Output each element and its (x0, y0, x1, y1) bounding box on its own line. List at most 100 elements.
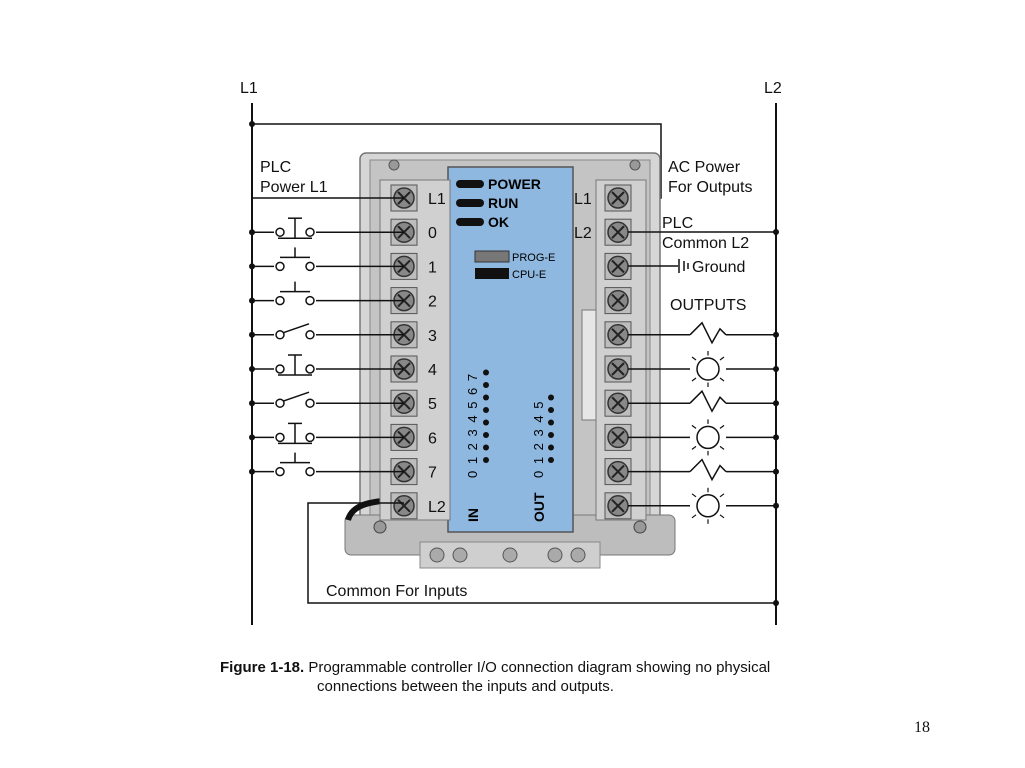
caption-line-2: connections between the inputs and outpu… (317, 678, 614, 695)
input-indicator-dot (483, 382, 489, 388)
heater-icon (689, 321, 727, 345)
right-terminal-label: L2 (574, 225, 592, 242)
output-indicator-dot (548, 432, 554, 438)
junction-dot (249, 400, 255, 407)
lamp-ray (719, 445, 725, 450)
run-led-label: RUN (488, 195, 518, 211)
switch-blade (282, 391, 310, 402)
screw-slot (611, 225, 625, 239)
outputs-label: OUTPUTS (670, 297, 746, 314)
junction-dot (249, 121, 255, 127)
common-inputs-wire (307, 502, 776, 604)
screw-slot (611, 362, 625, 376)
contact-terminal (305, 432, 315, 443)
lamp-ray (691, 493, 697, 498)
ac-power-label-1: AC Power (668, 159, 741, 176)
lamp-ray (719, 514, 725, 519)
input-indicator-dot (483, 444, 489, 451)
contact-terminal (275, 466, 285, 477)
junction-dot (773, 366, 779, 372)
contact-terminal (305, 466, 315, 477)
left-terminal-label: 0 (428, 225, 437, 242)
screw-slot (611, 191, 625, 205)
screw-slot (397, 499, 411, 513)
screw-slot (611, 464, 625, 479)
side-slot (581, 309, 597, 421)
lamp-ray (691, 424, 697, 429)
junction-dot (773, 400, 779, 407)
out-digits: 0 1 2 3 4 5 (531, 400, 546, 478)
ok-led (456, 218, 484, 226)
lamp-icon (696, 357, 720, 381)
power-led-label: POWER (488, 176, 541, 192)
input-indicator-dot (483, 419, 489, 426)
input-indicator-dot (483, 394, 489, 401)
left-terminal-label: L1 (428, 191, 446, 208)
lamp-ray (691, 377, 697, 382)
heater-icon (689, 389, 727, 413)
left-terminal-label: 2 (428, 294, 437, 311)
contact-terminal (305, 398, 315, 408)
ac-power-label-2: For Outputs (668, 179, 752, 196)
cpu-e-label: CPU-E (512, 269, 546, 281)
contact-terminal (275, 295, 285, 306)
input-indicator-dot (483, 407, 489, 413)
junction-dot (249, 297, 255, 304)
screw-slot (611, 499, 625, 513)
ground-icon (628, 259, 689, 273)
in-digits: 0 1 2 3 4 5 6 7 (465, 372, 480, 478)
lamp-ray (691, 445, 697, 450)
lamp-icon (696, 494, 720, 518)
junction-dot (773, 229, 779, 235)
left-terminal-label: 1 (428, 259, 437, 276)
run-led (456, 199, 484, 207)
plc-power-label-1: PLC (260, 159, 291, 176)
output-indicator-dots (548, 394, 554, 463)
junction-dot (773, 468, 779, 475)
in-label: IN (465, 508, 481, 522)
left-terminal-label: 5 (428, 396, 437, 413)
rail-l1-label: L1 (240, 80, 258, 97)
caption-label: Figure 1-18. (220, 659, 305, 676)
contact-terminal (275, 398, 285, 408)
right-terminal-label: L1 (574, 191, 592, 208)
cpu-e-module (475, 268, 509, 279)
lamp-ray (719, 377, 725, 382)
heater-icon (689, 458, 727, 482)
lamp-ray (719, 493, 725, 498)
screw-slot (611, 328, 625, 342)
screw-slot (611, 293, 625, 308)
contact-terminal (305, 330, 315, 340)
ok-led-label: OK (488, 214, 509, 230)
lamp-ray (691, 514, 697, 519)
left-terminal-label: L2 (428, 499, 446, 516)
output-indicator-dot (548, 457, 554, 463)
junction-dot (249, 331, 255, 338)
input-indicator-dot (483, 369, 489, 376)
junction-dot (249, 229, 255, 236)
output-indicator-dot (548, 407, 554, 413)
output-indicator-dot (548, 444, 554, 451)
junction-dot (773, 600, 779, 606)
input-indicator-dots (483, 369, 489, 463)
plc-common-label-2: Common L2 (662, 235, 749, 252)
power-led (456, 180, 484, 188)
contact-terminal (275, 261, 285, 272)
status-leds: POWER RUN OK (456, 176, 541, 230)
junction-dot (773, 434, 779, 441)
left-terminal-label: 3 (428, 328, 437, 345)
output-loads (628, 321, 779, 524)
left-terminal-label: 7 (428, 465, 437, 482)
contact-terminal (305, 364, 315, 374)
out-label: OUT (531, 492, 547, 522)
contact-terminal (275, 432, 285, 443)
switch-blade (282, 323, 310, 334)
input-indicator-dot (483, 457, 489, 463)
screw-slot (611, 259, 625, 274)
output-indicator-dot (548, 394, 554, 401)
junction-dot (773, 502, 779, 509)
rail-l2-label: L2 (764, 80, 782, 97)
junction-dot (249, 366, 255, 372)
